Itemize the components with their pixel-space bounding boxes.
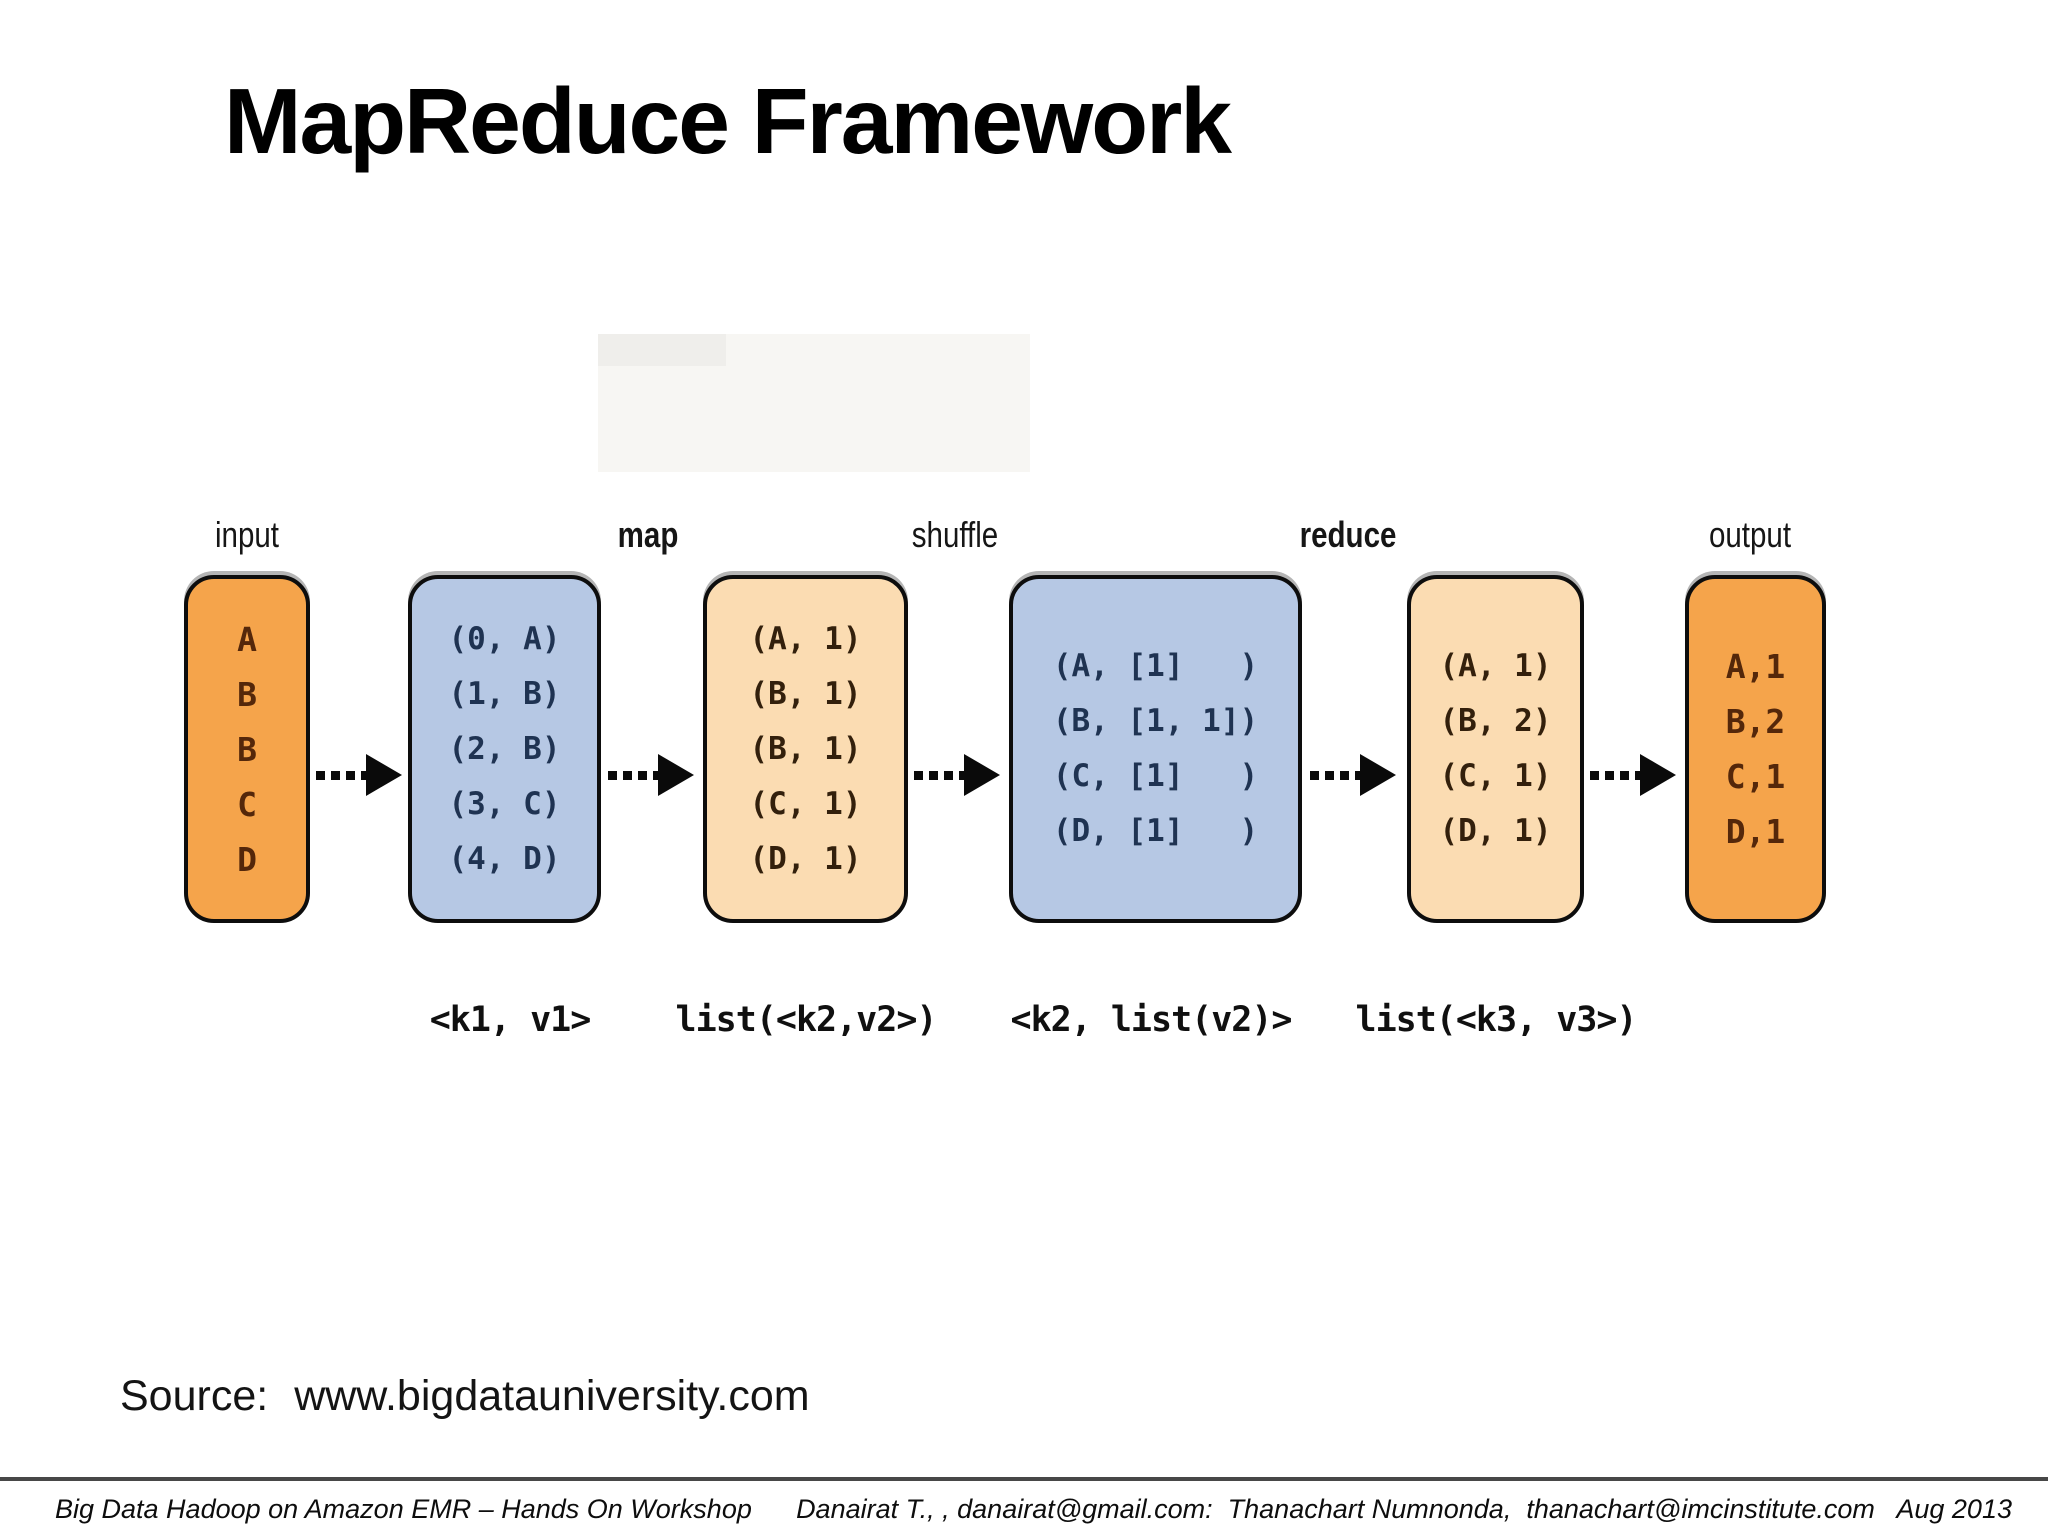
arrow-head-icon [964, 754, 1000, 796]
stage-label-reduce: reduce [1299, 514, 1397, 555]
stage-label-map: map [617, 514, 679, 555]
reduce-output-box: (A, 1) (B, 2) (C, 1) (D, 1) [1407, 575, 1584, 923]
box-row: (1, B) [448, 675, 561, 712]
box-row: D,1 [1725, 812, 1786, 851]
flow-arrow [1590, 753, 1676, 797]
footer-workshop-title: Big Data Hadoop on Amazon EMR – Hands On… [55, 1494, 752, 1524]
footer-authors: Danairat T., , danairat@gmail.com: Thana… [796, 1494, 2012, 1524]
flow-arrow [914, 753, 1000, 797]
arrow-dots-icon [1310, 770, 1360, 780]
box-row: (B, 1) [749, 675, 862, 712]
type-signature-k2-listv2: <k2, list(v2)> [1010, 1000, 1292, 1040]
box-row: A [237, 619, 257, 659]
stage-label-shuffle: shuffle [911, 514, 999, 555]
source-label: Source: [120, 1372, 269, 1420]
box-row: (D, [1] ) [1052, 813, 1259, 849]
box-row: B [237, 729, 257, 769]
box-row: (C, 1) [1439, 758, 1552, 794]
map-input-box: (0, A) (1, B) (2, B) (3, C) (4, D) [408, 575, 601, 923]
flow-arrow [316, 753, 402, 797]
shuffle-output-box: (A, [1] ) (B, [1, 1]) (C, [1] ) (D, [1] ) [1009, 575, 1302, 923]
box-row: (A, 1) [1439, 648, 1552, 684]
box-row: B,2 [1725, 702, 1786, 741]
box-row: B [237, 674, 257, 714]
box-row: (D, 1) [1439, 813, 1552, 849]
box-row: (A, [1] ) [1052, 648, 1259, 684]
box-row: (4, D) [448, 840, 561, 877]
source-url: www.bigdatauniversity.com [294, 1372, 810, 1420]
box-row: (0, A) [448, 620, 561, 657]
stage-label-output: output [1708, 514, 1792, 555]
box-row: C,1 [1725, 757, 1786, 796]
box-row: (A, 1) [749, 620, 862, 657]
faint-artifact [598, 334, 726, 366]
arrow-dots-icon [914, 770, 964, 780]
footer-divider [0, 1477, 2048, 1481]
arrow-head-icon [1640, 754, 1676, 796]
box-row: (D, 1) [749, 840, 862, 877]
box-row: (B, 2) [1439, 703, 1552, 739]
box-row: (3, C) [448, 785, 561, 822]
type-signature-list-k2v2: list(<k2,v2>) [675, 1000, 938, 1040]
box-row: (2, B) [448, 730, 561, 767]
arrow-dots-icon [608, 770, 658, 780]
box-row: A,1 [1725, 647, 1786, 686]
box-row: (C, [1] ) [1052, 758, 1259, 794]
arrow-dots-icon [316, 770, 366, 780]
stage-label-input: input [214, 514, 280, 555]
page-title: MapReduce Framework [224, 69, 1232, 173]
source-line: Source: www.bigdatauniversity.com [120, 1372, 810, 1421]
map-output-box: (A, 1) (B, 1) (B, 1) (C, 1) (D, 1) [703, 575, 908, 923]
flow-arrow [1310, 753, 1396, 797]
arrow-head-icon [366, 754, 402, 796]
box-row: (B, 1) [749, 730, 862, 767]
box-row: (C, 1) [749, 785, 862, 822]
type-signature-list-k3v3: list(<k3, v3>) [1355, 1000, 1637, 1040]
arrow-head-icon [658, 754, 694, 796]
box-row: (B, [1, 1]) [1052, 703, 1259, 739]
arrow-dots-icon [1590, 770, 1640, 780]
type-signature-k1v1: <k1, v1> [429, 1000, 592, 1040]
arrow-head-icon [1360, 754, 1396, 796]
flow-arrow [608, 753, 694, 797]
box-row: C [237, 784, 257, 824]
box-row: D [237, 839, 257, 879]
